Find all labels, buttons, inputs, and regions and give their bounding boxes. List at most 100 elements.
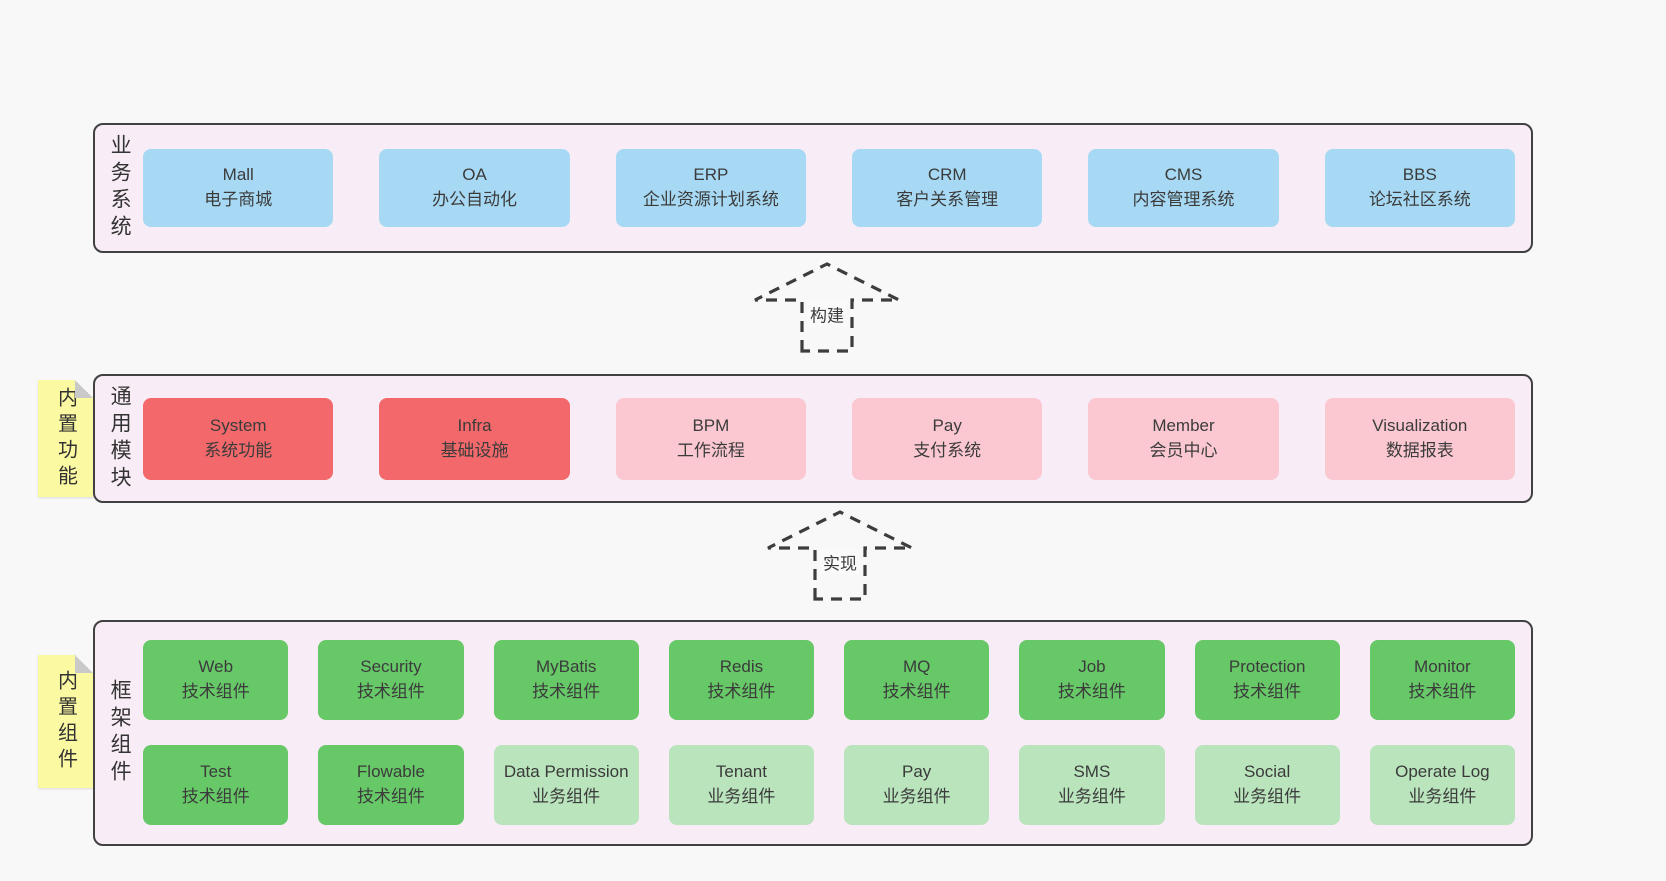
dashed-up-arrow-icon — [767, 510, 913, 601]
box-title: Infra — [457, 415, 492, 435]
sticky-note-builtin-components: 内置组件 — [38, 655, 93, 788]
box-subtitle: 支付系统 — [913, 440, 982, 460]
box-subtitle: 客户关系管理 — [896, 190, 999, 209]
box-subtitle: 会员中心 — [1149, 440, 1218, 460]
box-title: Social — [1243, 761, 1291, 781]
box-social: Social 业务组件 — [1194, 744, 1340, 825]
box-subtitle: 技术组件 — [1408, 681, 1477, 701]
box-title: ERP — [693, 165, 729, 185]
box-tenant: Tenant 业务组件 — [668, 744, 815, 825]
box-title: Pay — [932, 415, 962, 435]
box-subtitle: 技术组件 — [882, 681, 951, 701]
box-redis: Redis 技术组件 — [668, 639, 815, 720]
box-title: Protection — [1228, 656, 1306, 676]
box-subtitle: 企业资源计划系统 — [642, 190, 779, 209]
box-title: Monitor — [1414, 656, 1471, 676]
implement-arrow: 实现 — [765, 508, 915, 602]
box-title: CRM — [927, 165, 967, 185]
box-oa: OA 办公自动化 — [379, 149, 570, 227]
panel-business-systems: 业务系统 Mall 电子商城 OA 办公自动化 ERP 企业资源计划系统 CRM… — [93, 123, 1533, 253]
box-web: Web 技术组件 — [143, 639, 289, 720]
box-title: System — [209, 415, 267, 435]
box-subtitle: 电子商城 — [204, 190, 273, 209]
build-arrow: 构建 — [752, 260, 902, 354]
box-subtitle: 技术组件 — [1057, 681, 1126, 701]
box-crm: CRM 客户关系管理 — [852, 149, 1043, 227]
box-mall: Mall 电子商城 — [143, 149, 334, 227]
box-subtitle: 论坛社区系统 — [1368, 190, 1471, 209]
box-visualization: Visualization 数据报表 — [1324, 397, 1515, 480]
box-data-permission: Data Permission 业务组件 — [493, 744, 639, 825]
box-pay: Pay 支付系统 — [852, 397, 1043, 480]
box-title: Pay — [902, 761, 932, 781]
box-subtitle: 技术组件 — [181, 786, 250, 806]
box-cms: CMS 内容管理系统 — [1088, 149, 1279, 227]
box-subtitle: 技术组件 — [181, 681, 250, 701]
box-subtitle: 技术组件 — [1233, 681, 1302, 701]
box-flowable: Flowable 技术组件 — [318, 744, 464, 825]
box-infra: Infra 基础设施 — [379, 397, 570, 480]
box-title: SMS — [1073, 761, 1111, 781]
box-subtitle: 技术组件 — [707, 681, 776, 701]
box-subtitle: 业务组件 — [707, 786, 776, 806]
sticky-note-text: 内置功能 — [54, 386, 77, 491]
box-security: Security 技术组件 — [318, 639, 464, 720]
box-title: Data Permission — [503, 761, 629, 781]
box-title: Mall — [222, 165, 254, 185]
box-sms: SMS 业务组件 — [1019, 744, 1165, 825]
box-title: OA — [462, 165, 487, 185]
box-subtitle: 技术组件 — [532, 681, 601, 701]
box-subtitle: 工作流程 — [676, 440, 745, 460]
section-label-business-systems: 业务系统 — [108, 134, 132, 242]
components-grid: Web 技术组件 Security 技术组件 MyBatis 技术组件 Redi… — [131, 622, 1531, 845]
panel-framework-components: 框架组件 Web 技术组件 Security 技术组件 MyBatis 技术组件… — [93, 620, 1533, 846]
box-bpm: BPM 工作流程 — [615, 397, 807, 480]
box-test: Test 技术组件 — [143, 744, 289, 825]
box-bbs: BBS 论坛社区系统 — [1324, 149, 1515, 227]
box-title: Job — [1078, 656, 1106, 676]
box-mq: MQ 技术组件 — [844, 639, 990, 720]
box-title: Flowable — [356, 761, 425, 781]
box-title: Security — [360, 656, 422, 676]
box-subtitle: 业务组件 — [882, 786, 951, 806]
box-subtitle: 技术组件 — [356, 681, 425, 701]
box-title: Web — [198, 656, 234, 676]
box-title: Tenant — [715, 761, 767, 781]
box-subtitle: 基础设施 — [440, 440, 509, 460]
box-title: MQ — [902, 656, 931, 676]
box-operate-log: Operate Log 业务组件 — [1369, 744, 1515, 825]
box-subtitle: 业务组件 — [1233, 786, 1302, 806]
box-subtitle: 业务组件 — [1057, 786, 1126, 806]
box-subtitle: 系统功能 — [204, 440, 273, 460]
box-title: MyBatis — [535, 656, 597, 676]
box-protection: Protection 技术组件 — [1194, 639, 1340, 720]
box-job: Job 技术组件 — [1019, 639, 1165, 720]
box-erp: ERP 企业资源计划系统 — [615, 149, 807, 227]
section-label-framework-components: 框架组件 — [108, 679, 132, 787]
implement-arrow-label: 实现 — [820, 549, 860, 575]
modules-box-row: System 系统功能 Infra 基础设施 BPM 工作流程 Pay 支付系统… — [131, 397, 1531, 480]
box-subtitle: 技术组件 — [356, 786, 425, 806]
box-system: System 系统功能 — [143, 397, 334, 480]
sticky-note-text: 内置组件 — [54, 669, 77, 774]
box-member: Member 会员中心 — [1088, 397, 1279, 480]
box-mybatis: MyBatis 技术组件 — [493, 639, 639, 720]
dashed-up-arrow-icon — [754, 262, 900, 353]
box-title: Visualization — [1372, 415, 1468, 435]
business-box-row: Mall 电子商城 OA 办公自动化 ERP 企业资源计划系统 CRM 客户关系… — [131, 149, 1531, 227]
box-subtitle: 内容管理系统 — [1132, 190, 1235, 209]
section-label-common-modules: 通用模块 — [108, 384, 132, 493]
box-title: BBS — [1402, 165, 1437, 185]
box-monitor: Monitor 技术组件 — [1369, 639, 1515, 720]
box-title: Operate Log — [1395, 761, 1490, 781]
box-subtitle: 业务组件 — [1408, 786, 1477, 806]
box-title: CMS — [1164, 165, 1203, 185]
box-title: Redis — [719, 656, 764, 676]
box-title: BPM — [692, 415, 730, 435]
box-pay-business: Pay 业务组件 — [844, 744, 990, 825]
box-subtitle: 数据报表 — [1385, 440, 1454, 460]
box-subtitle: 业务组件 — [532, 786, 601, 806]
sticky-note-builtin-features: 内置功能 — [38, 380, 93, 497]
panel-common-modules: 通用模块 System 系统功能 Infra 基础设施 BPM 工作流程 Pay… — [93, 374, 1533, 503]
build-arrow-label: 构建 — [807, 301, 847, 327]
